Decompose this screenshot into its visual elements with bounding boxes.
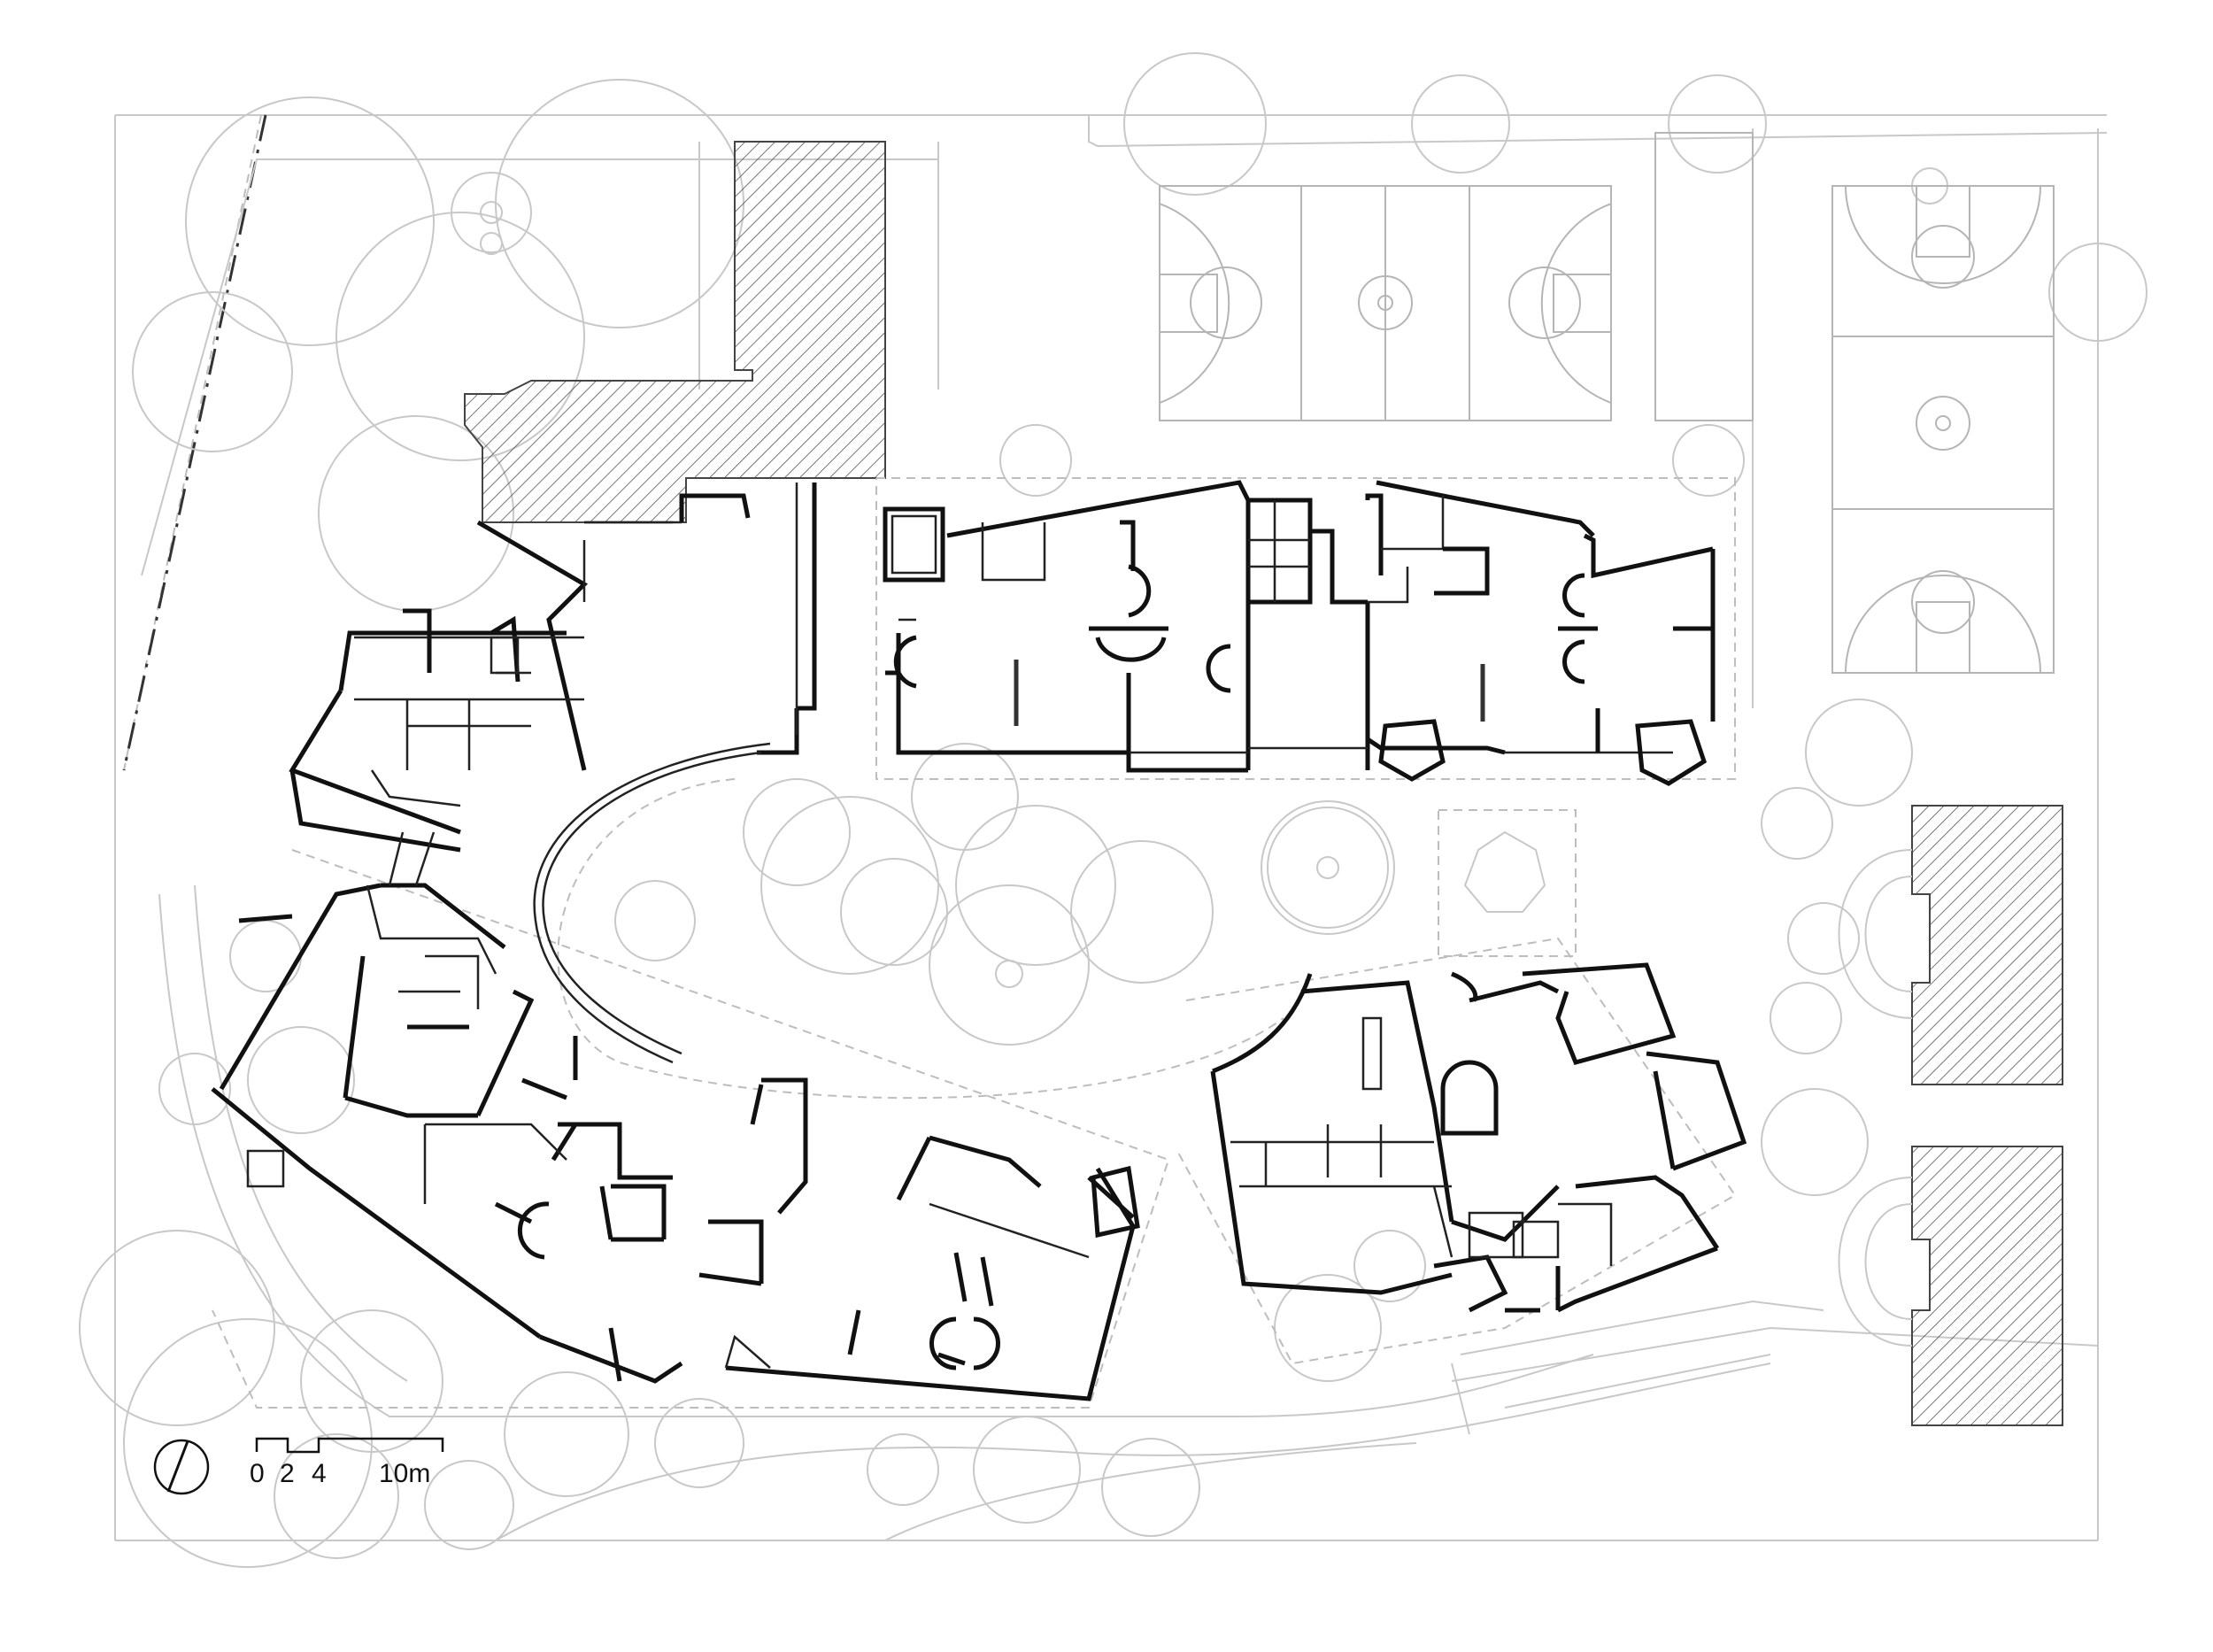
south-west-block <box>211 883 1140 1401</box>
scale-label-0: 0 <box>250 1459 265 1488</box>
canopy-outlines <box>212 477 1737 1409</box>
scale-label-4: 4 <box>312 1459 327 1488</box>
north-arrow-icon <box>153 1439 210 1495</box>
scale-bar <box>255 1437 444 1454</box>
site-context <box>114 114 2108 1541</box>
existing-building-east-1 <box>1911 805 2063 1085</box>
sports-courts <box>1159 132 2055 674</box>
existing-buildings <box>464 141 2063 1426</box>
west-block <box>289 520 589 853</box>
central-corridor <box>533 482 817 1064</box>
north-block-toilets <box>1248 493 1384 770</box>
boundary-line <box>122 114 267 771</box>
existing-building-east-2 <box>1911 1146 2063 1426</box>
trees <box>79 52 2147 1568</box>
north-block-a <box>883 480 1251 773</box>
scale-label-10m: 10m <box>379 1459 431 1488</box>
existing-building-north <box>464 141 886 523</box>
misc-elements <box>238 670 898 1188</box>
scale-label-2: 2 <box>280 1459 295 1488</box>
north-block-b <box>1366 480 1716 786</box>
south-east-block <box>1210 962 1747 1313</box>
